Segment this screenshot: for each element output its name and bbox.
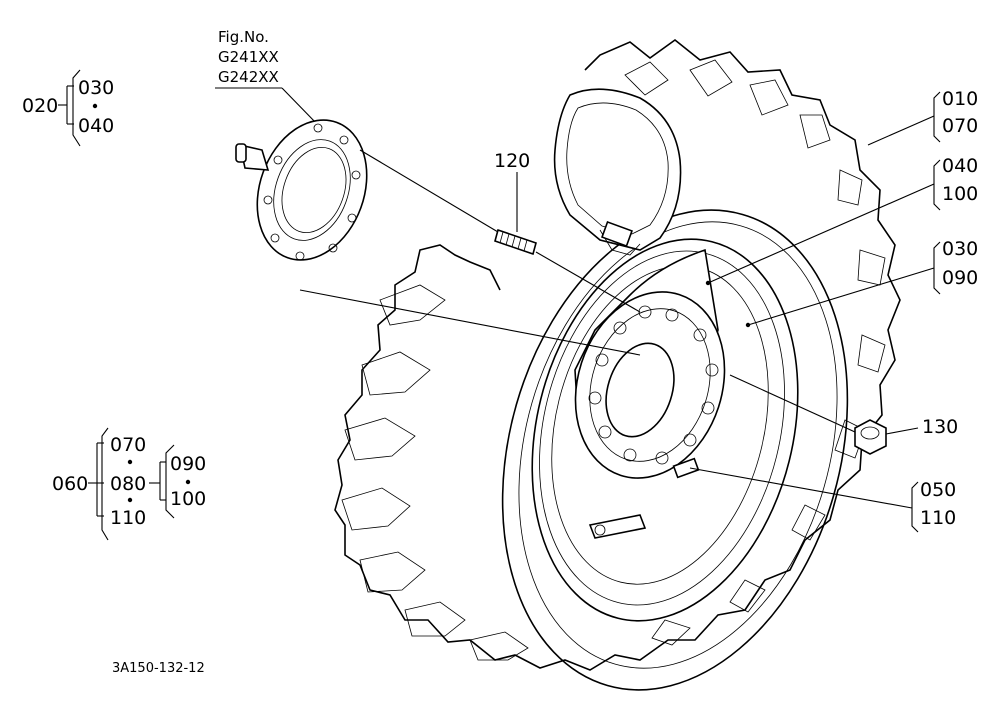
callout-130: 130 — [885, 416, 958, 438]
stud-bolt-120 — [494, 228, 537, 256]
callout-040-100: 040 100 — [705, 155, 978, 286]
assembly-lines — [299, 149, 856, 433]
hub-flange — [235, 119, 368, 261]
group-020-item-040: 040 — [78, 115, 114, 137]
group-060-sub-090: 090 — [170, 453, 206, 475]
fig-number-1: G241XX — [218, 48, 279, 66]
group-060-main: 060 — [52, 473, 88, 495]
group-060-item-070: 070 — [110, 434, 146, 456]
wheel-disc — [574, 248, 726, 539]
nut-130 — [854, 419, 887, 455]
group-060-sub-100: 100 — [170, 488, 206, 510]
fig-leader-line — [281, 87, 319, 126]
group-020-main: 020 — [22, 95, 58, 117]
tire-drawing — [334, 38, 901, 691]
group-060-bracket: 060 070 080 110 090 100 — [52, 427, 206, 541]
group-020-item-030: 030 — [78, 77, 114, 99]
drawing-code: 3A150-132-12 — [112, 661, 205, 676]
callout-040: 040 — [942, 155, 978, 177]
callout-130-label: 130 — [922, 416, 958, 438]
group-060-item-110: 110 — [110, 507, 146, 529]
figure-number-block: Fig.No. G241XX G242XX — [215, 28, 319, 126]
inner-tube-section — [553, 88, 682, 256]
callout-010: 010 — [942, 88, 978, 110]
callout-050: 050 — [920, 479, 956, 501]
callout-070: 070 — [942, 115, 978, 137]
callout-050-110: 050 110 — [689, 467, 956, 533]
callout-010-070: 010 070 — [867, 88, 978, 146]
fig-no-label: Fig.No. — [218, 28, 269, 46]
callout-100: 100 — [942, 183, 978, 205]
callout-110: 110 — [920, 507, 956, 529]
callout-090: 090 — [942, 267, 978, 289]
callout-030: 030 — [942, 238, 978, 260]
callout-120: 120 — [494, 150, 530, 232]
group-060-item-080: 080 — [110, 473, 146, 495]
group-020-bracket: 020 030 040 — [22, 69, 114, 147]
callout-030-090: 030 090 — [745, 238, 978, 328]
callout-120-label: 120 — [494, 150, 530, 172]
fig-number-2: G242XX — [218, 68, 279, 86]
